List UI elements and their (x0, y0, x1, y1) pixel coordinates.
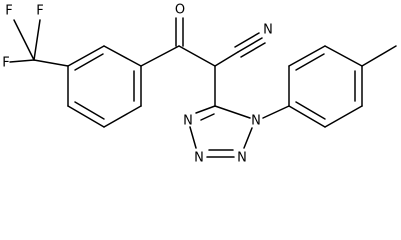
bond-alpha-cn (214, 51, 239, 67)
bond-tz-n3-n4 (189, 126, 197, 149)
bond-ring2-b (288, 45, 326, 67)
bond-ring1-inner-3 (74, 101, 105, 120)
atom-tetrazole-n2: N (237, 151, 247, 166)
molecule-structure: F F F O N N N N N (2, 3, 397, 166)
bond-ring2-c (324, 45, 363, 67)
bond-ring2-inner-3 (295, 101, 326, 120)
bond-nitrile-2 (234, 32, 260, 48)
bond-layer (9, 17, 397, 158)
bond-ring2-methyl (361, 45, 397, 67)
bond-nitrile-1 (237, 37, 263, 53)
atom-label-layer: F F F O N N N N N (2, 3, 273, 166)
bond-ring1-inner-1 (74, 53, 104, 71)
bond-ring-carbonyl (140, 45, 180, 67)
bond-tz-c5-n1 (214, 105, 251, 119)
bond-cf3-f-left (9, 59, 35, 63)
bond-ring1-d (103, 105, 142, 128)
atom-tetrazole-n1: N (251, 114, 261, 129)
bond-cf3-f-top-right (33, 19, 41, 61)
atom-f-left: F (2, 56, 9, 71)
atom-f-top-left: F (5, 4, 12, 19)
atom-f-top-right: F (36, 4, 43, 19)
bond-cf3-f-top-left (13, 19, 35, 61)
bond-nitrile-3 (240, 42, 266, 58)
bond-ring2-e (324, 105, 363, 128)
bond-tz-double-1 (200, 113, 215, 121)
atom-carbonyl-o: O (175, 3, 185, 18)
bond-tz-n1-n2 (243, 127, 253, 149)
bond-ring1-b (103, 45, 142, 67)
bond-ring1-e (67, 105, 105, 128)
bond-tz-tolyl (262, 105, 290, 119)
bond-carbonyl-alpha (178, 45, 216, 67)
atom-tetrazole-n4: N (183, 114, 193, 129)
bond-ring1-a (67, 45, 105, 67)
atom-tetrazole-n3: N (194, 151, 204, 166)
atom-nitrile-n: N (263, 23, 273, 38)
bond-tz-n4-c5 (195, 105, 216, 114)
bond-ring2-inner-1 (295, 53, 325, 71)
bond-cf3-ring (33, 59, 69, 67)
bond-ring2-f (288, 105, 326, 128)
